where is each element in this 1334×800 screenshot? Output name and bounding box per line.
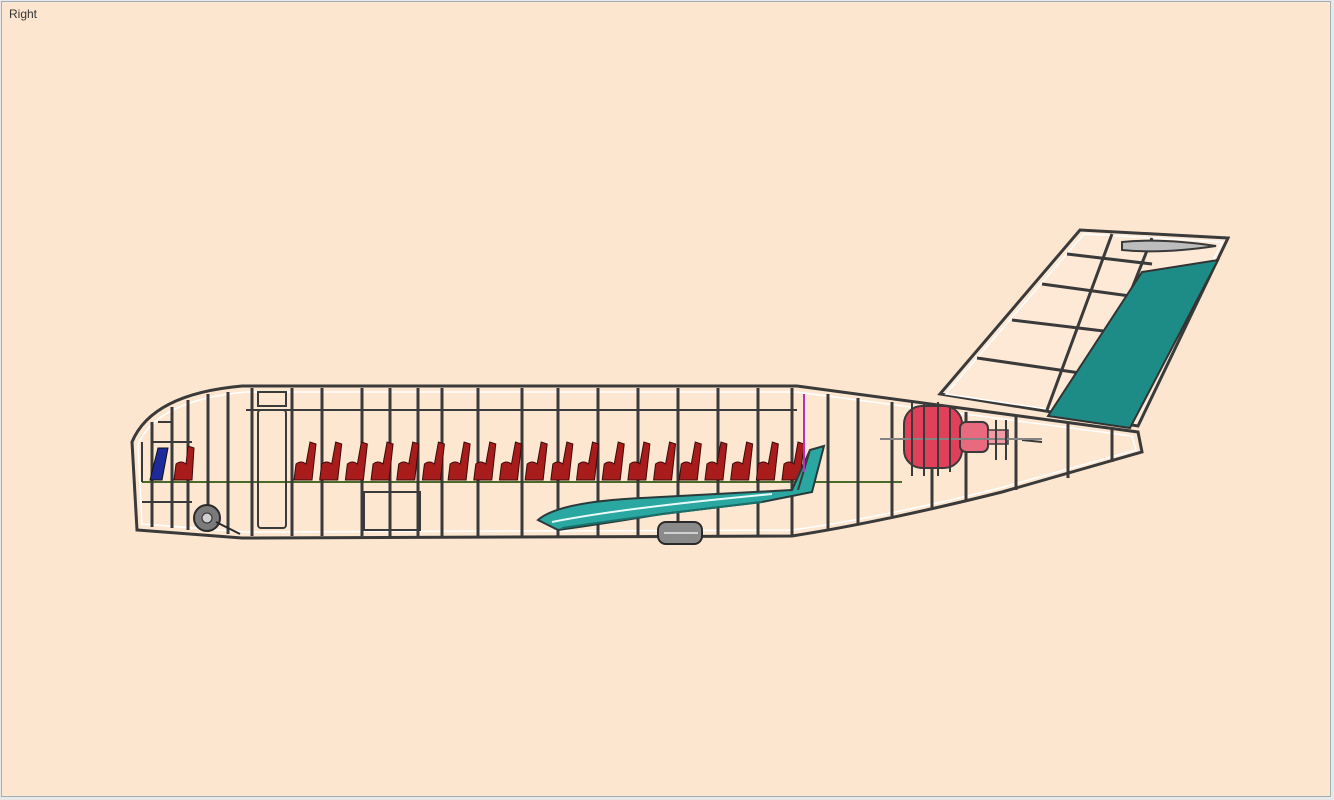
cabin-seat <box>627 441 651 481</box>
pilot-seat <box>149 447 169 481</box>
cabin-seat <box>678 441 702 481</box>
view-orientation-label: Right <box>9 7 38 21</box>
cabin-seat <box>396 441 420 481</box>
cabin-seat <box>755 441 779 481</box>
engine[interactable] <box>880 402 1042 476</box>
cabin-seat <box>601 441 625 481</box>
cabin-seat <box>524 441 548 481</box>
cabin-seat <box>473 441 497 481</box>
cabin-seat <box>781 441 805 481</box>
seat-row <box>173 441 805 481</box>
cabin-seat <box>704 441 728 481</box>
nose-landing-gear[interactable] <box>193 504 241 535</box>
cabin-seat <box>293 441 317 481</box>
rudder[interactable] <box>1046 258 1220 430</box>
main-landing-gear[interactable] <box>657 521 703 545</box>
cabin-seat <box>653 441 677 481</box>
cabin-seat <box>575 441 600 481</box>
cabin-seat <box>421 441 445 481</box>
cabin-seat <box>730 441 754 481</box>
cabin-seat <box>370 441 394 481</box>
cabin-seat <box>550 441 574 481</box>
wing[interactable] <box>536 444 826 532</box>
cabin-seat <box>447 441 471 481</box>
cockpit-seat <box>173 445 195 481</box>
cabin-seat <box>498 441 523 481</box>
cabin-seat <box>319 441 343 481</box>
cabin-seat <box>344 441 368 481</box>
